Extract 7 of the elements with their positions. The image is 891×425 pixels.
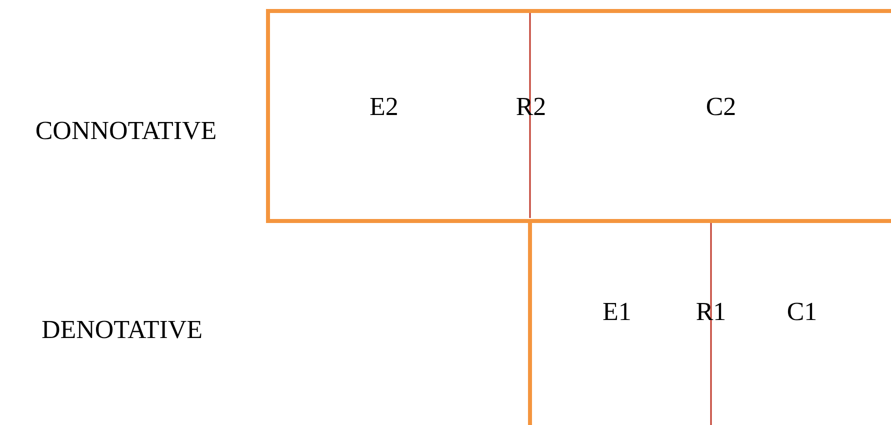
sign-label: E2 bbox=[370, 92, 398, 122]
connotative-box bbox=[266, 9, 891, 223]
sign-label: C1 bbox=[786, 297, 818, 327]
sign-label: C2 bbox=[706, 92, 736, 122]
level-label: CONNOTATIVE bbox=[35, 116, 217, 146]
level-label: DENOTATIVE bbox=[41, 315, 203, 345]
sign-label: E1 bbox=[602, 297, 632, 327]
